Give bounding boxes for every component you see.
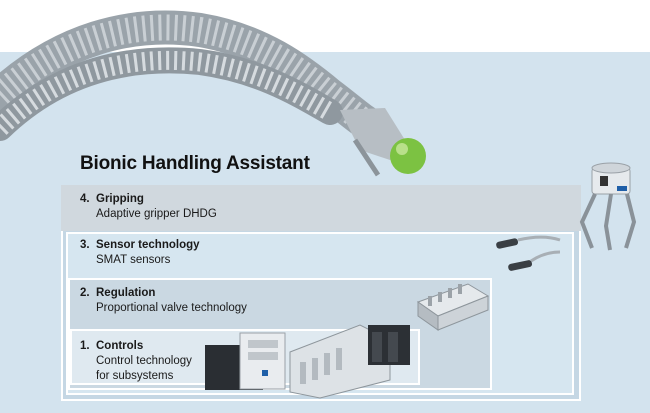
layer-regulation-label: 2. Regulation Proportional valve technolo… <box>80 286 247 316</box>
layer-description: Proportional valve technology <box>96 302 247 314</box>
layer-number: 2. <box>80 287 90 299</box>
top-background <box>0 0 650 52</box>
layer-gripping-label: 4. Gripping Adaptive gripper DHDG <box>80 192 217 222</box>
layer-description: Adaptive gripper DHDG <box>96 208 217 220</box>
layer-description: Control technology <box>96 355 192 367</box>
diagram-title: Bionic Handling Assistant <box>80 153 310 174</box>
layer-number: 4. <box>80 193 90 205</box>
layer-description: for subsystems <box>96 370 174 382</box>
layer-number: 3. <box>80 239 90 251</box>
layer-gripping-header <box>61 185 581 231</box>
layer-description: SMAT sensors <box>96 254 171 266</box>
layer-controls-label: 1. Controls Control technology for subsys… <box>80 339 192 384</box>
layer-name: Controls <box>96 340 144 352</box>
layer-name: Regulation <box>96 287 156 299</box>
layer-number: 1. <box>80 340 90 352</box>
layer-name: Gripping <box>96 193 144 205</box>
layer-name: Sensor technology <box>96 239 200 251</box>
layer-sensor-label: 3. Sensor technology SMAT sensors <box>80 238 200 268</box>
